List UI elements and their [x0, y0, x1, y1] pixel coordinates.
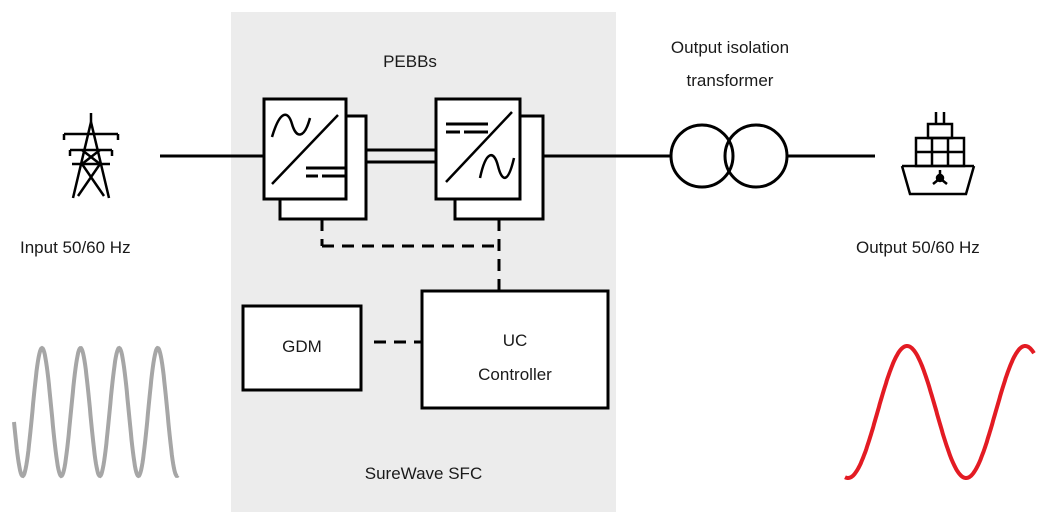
- transformer-label-line2: transformer: [686, 71, 774, 90]
- inverter-pebb: [434, 97, 545, 221]
- transformer-label-line1: Output isolation: [670, 38, 790, 57]
- controller-box: [420, 289, 610, 410]
- input-label: Input 50/60 Hz: [20, 238, 131, 257]
- gdm-box: [241, 304, 363, 392]
- transmission-tower-icon: [62, 113, 120, 199]
- system-label: SureWave SFC: [364, 464, 483, 483]
- pebbs-label: PEBBs: [383, 52, 437, 71]
- input-waveform: [12, 345, 180, 479]
- control-links: [320, 219, 501, 344]
- sfc-panel: [231, 12, 616, 512]
- gdm-label: GDM: [282, 337, 322, 356]
- transformer-coils-icon: [669, 123, 789, 189]
- output-label: Output 50/60 Hz: [856, 238, 980, 257]
- controller-label-line1: UC: [502, 331, 528, 350]
- rectifier-pebb: [262, 97, 368, 221]
- ac-dc-converter-icon: [270, 113, 346, 185]
- dc-ac-converter-icon: [445, 111, 516, 183]
- container-ship-icon: [900, 112, 976, 196]
- output-waveform: [844, 344, 1036, 480]
- controller-label-line2: Controller: [478, 365, 552, 384]
